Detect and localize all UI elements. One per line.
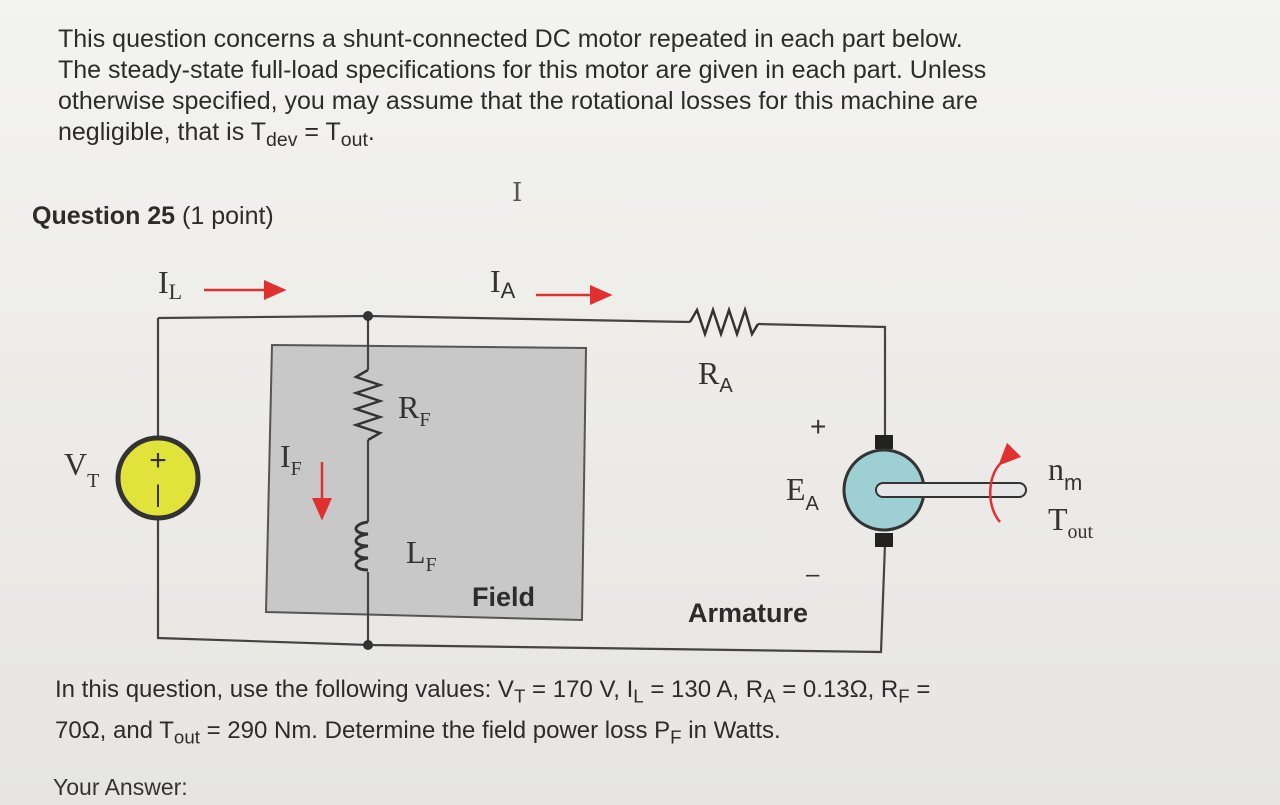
label-nm: nm xyxy=(1048,451,1082,495)
label-ia: IA xyxy=(490,263,516,303)
source-minus-sign: | xyxy=(155,481,161,508)
q-sub-pf: F xyxy=(670,726,682,748)
q-text-part: 70Ω, and T xyxy=(55,716,174,744)
q-sub-il: L xyxy=(633,685,644,707)
rf-resistor-icon xyxy=(352,368,384,442)
intro-line-4-mid: = T xyxy=(297,118,341,146)
intro-line-4-end: . xyxy=(367,118,375,146)
intro-sub-out: out xyxy=(340,128,368,151)
q-text-part: = 170 V, I xyxy=(525,676,634,703)
label-if: IF xyxy=(280,438,302,480)
circuit-diagram: + | IL IA RA RF IF LF VT EA nm Tout + – … xyxy=(64,263,1094,654)
intro-text: This question concerns a shunt-connected… xyxy=(58,24,1118,156)
q-text-part: = 0.13Ω, R xyxy=(775,676,899,703)
q-sub-vt: T xyxy=(513,685,526,707)
label-lf: LF xyxy=(406,534,437,576)
q-text-part: = xyxy=(909,676,931,703)
source-plus-sign: + xyxy=(149,444,167,477)
label-il: IL xyxy=(158,264,182,304)
intro-line-2: The steady-state full-load specification… xyxy=(58,56,987,84)
ea-minus-sign: – xyxy=(806,561,820,588)
q-sub-tout: out xyxy=(173,726,200,748)
question-points: (1 point) xyxy=(182,202,274,230)
question-line-2: 70Ω, and Tout = 290 Nm. Determine the fi… xyxy=(55,714,1115,755)
voltage-source-icon xyxy=(115,435,201,521)
intro-line-4-prefix: negligible, that is T xyxy=(58,118,266,146)
label-ea: EA xyxy=(786,471,820,515)
lf-inductor-icon xyxy=(354,520,369,572)
q-sub-ra: A xyxy=(763,685,776,707)
armature-label: Armature xyxy=(688,598,808,628)
text-cursor-icon: I xyxy=(512,178,523,208)
q-text-part: = 130 A, R xyxy=(643,676,764,703)
q-text-part: in Watts. xyxy=(681,716,781,744)
field-label: Field xyxy=(472,582,535,612)
label-vt: VT xyxy=(64,446,99,492)
your-answer-label: Your Answer: xyxy=(53,774,188,800)
junction-top xyxy=(363,311,373,321)
q-text-part: = 290 Nm. Determine the field power loss… xyxy=(199,716,671,744)
question-header: Question 25 (1 point) xyxy=(32,202,274,231)
q-sub-rf: F xyxy=(898,685,910,707)
q-text-part: In this question, use the following valu… xyxy=(55,676,514,703)
motor-shaft-icon xyxy=(875,482,1027,498)
question-text: In this question, use the following valu… xyxy=(55,673,1115,754)
intro-line-4: negligible, that is Tdev = Tout. xyxy=(58,117,1118,156)
rotation-arrow-icon xyxy=(989,442,1022,523)
field-box xyxy=(264,343,588,622)
ea-plus-sign: + xyxy=(810,411,826,442)
question-title: Question 25 xyxy=(32,202,176,230)
label-tout: Tout xyxy=(1048,501,1094,543)
brush-bottom xyxy=(875,533,893,547)
intro-line-1: This question concerns a shunt-connected… xyxy=(58,25,963,53)
intro-sub-dev: dev xyxy=(266,128,298,151)
intro-line-3: otherwise specified, you may assume that… xyxy=(58,87,978,115)
brush-top xyxy=(875,435,893,449)
junction-bottom xyxy=(363,640,373,650)
label-ra: RA xyxy=(698,355,733,397)
label-rf: RF xyxy=(398,389,430,431)
question-line-1: In this question, use the following valu… xyxy=(55,673,1115,714)
ra-resistor-icon xyxy=(688,305,760,338)
